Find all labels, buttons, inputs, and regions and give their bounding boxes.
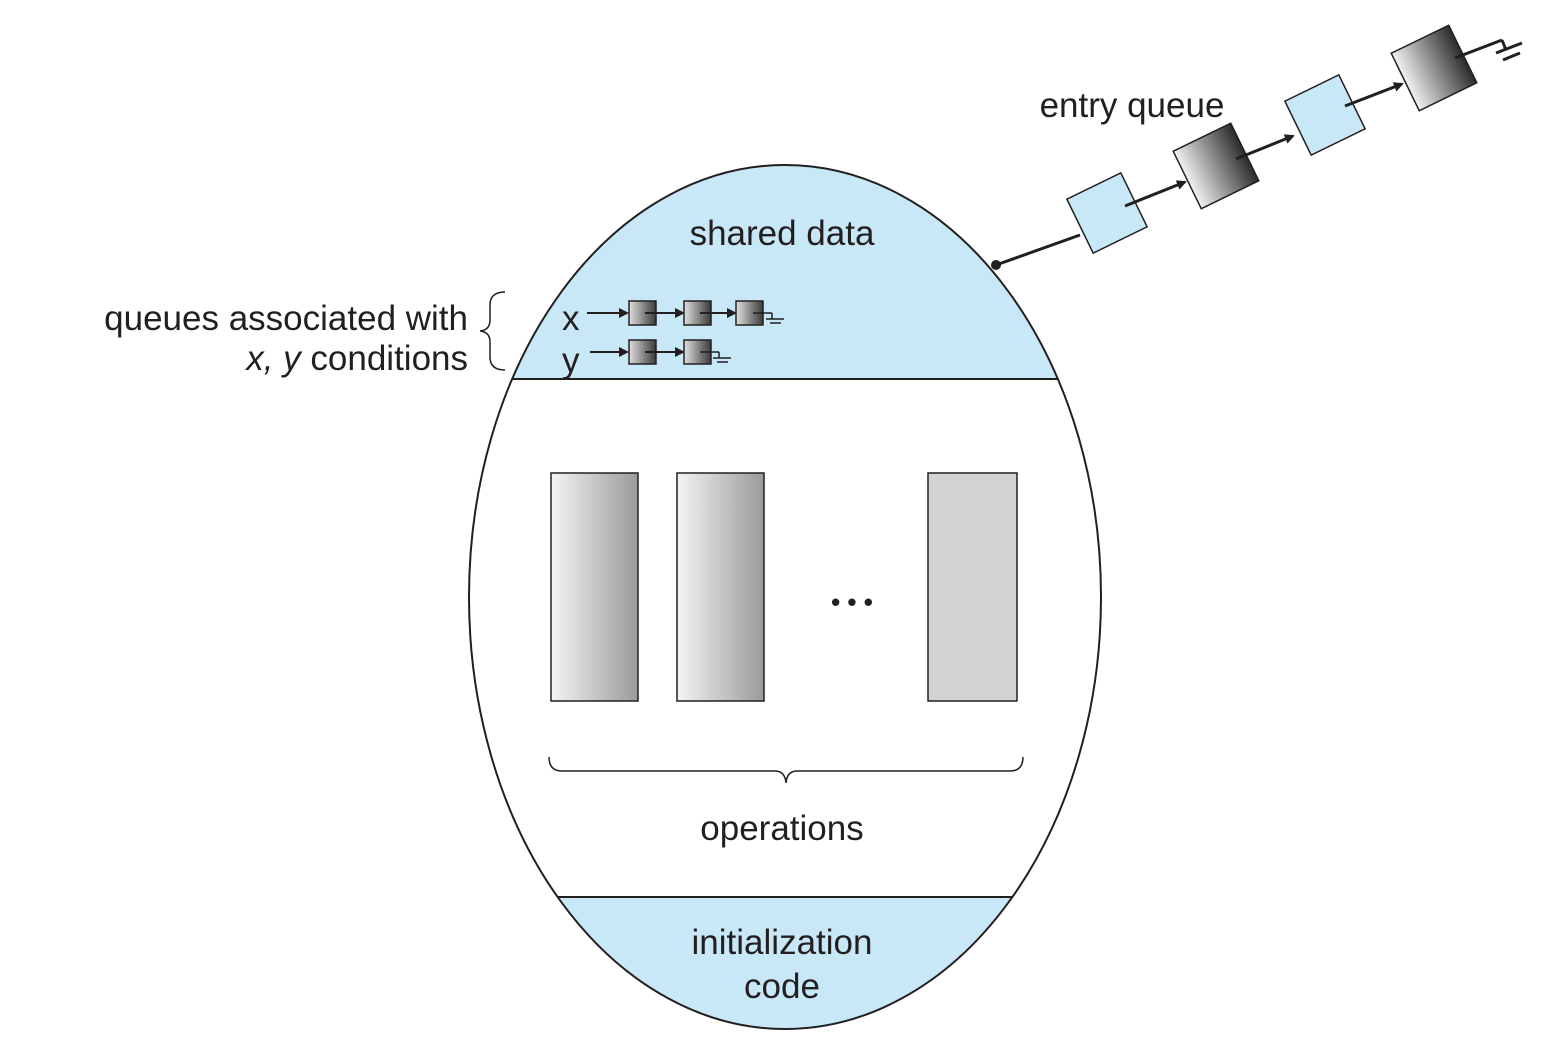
- monitor-outline: [468, 164, 1102, 1030]
- condition-x-label: x: [562, 299, 580, 338]
- initialization-label-line1: initialization: [692, 923, 873, 962]
- operation-block: [550, 472, 639, 702]
- operations-brace-icon: [548, 756, 1024, 784]
- condition-x-queue: [587, 300, 784, 326]
- entry-queue: entry queue: [991, 24, 1523, 270]
- entry-queue-node: [1065, 171, 1149, 255]
- conditions-annotation: queues associated with x, y conditions: [104, 291, 506, 378]
- brace-icon: [479, 291, 506, 371]
- operations-label: operations: [700, 809, 863, 848]
- condition-queues: x y: [562, 299, 784, 380]
- null-terminator-icon: [753, 312, 784, 324]
- conditions-variables: x, y: [244, 339, 303, 378]
- null-terminator-icon: [1454, 38, 1523, 62]
- condition-y-label: y: [562, 341, 580, 380]
- monitor-outline-fill: [469, 165, 1101, 1029]
- initialization-label-line2: code: [744, 967, 820, 1006]
- shared-data-region: [469, 165, 1101, 379]
- operations: • • • operations: [548, 472, 1024, 848]
- conditions-annotation-line1: queues associated with: [104, 299, 468, 338]
- operation-block: [676, 472, 765, 702]
- null-terminator-icon: [700, 351, 731, 363]
- operation-block: [927, 472, 1018, 702]
- condition-y-queue: [590, 339, 731, 365]
- entry-queue-label: entry queue: [1040, 86, 1225, 125]
- conditions-annotation-line2: x, y conditions: [244, 339, 468, 378]
- initialization-code: initialization code: [692, 923, 873, 1006]
- operations-ellipsis: • • •: [831, 587, 873, 617]
- conditions-word: conditions: [301, 339, 468, 378]
- shared-data-label: shared data: [690, 214, 875, 253]
- entry-queue-node: [1172, 122, 1260, 210]
- entry-queue-node: [1390, 24, 1478, 112]
- entry-queue-node: [1283, 73, 1367, 157]
